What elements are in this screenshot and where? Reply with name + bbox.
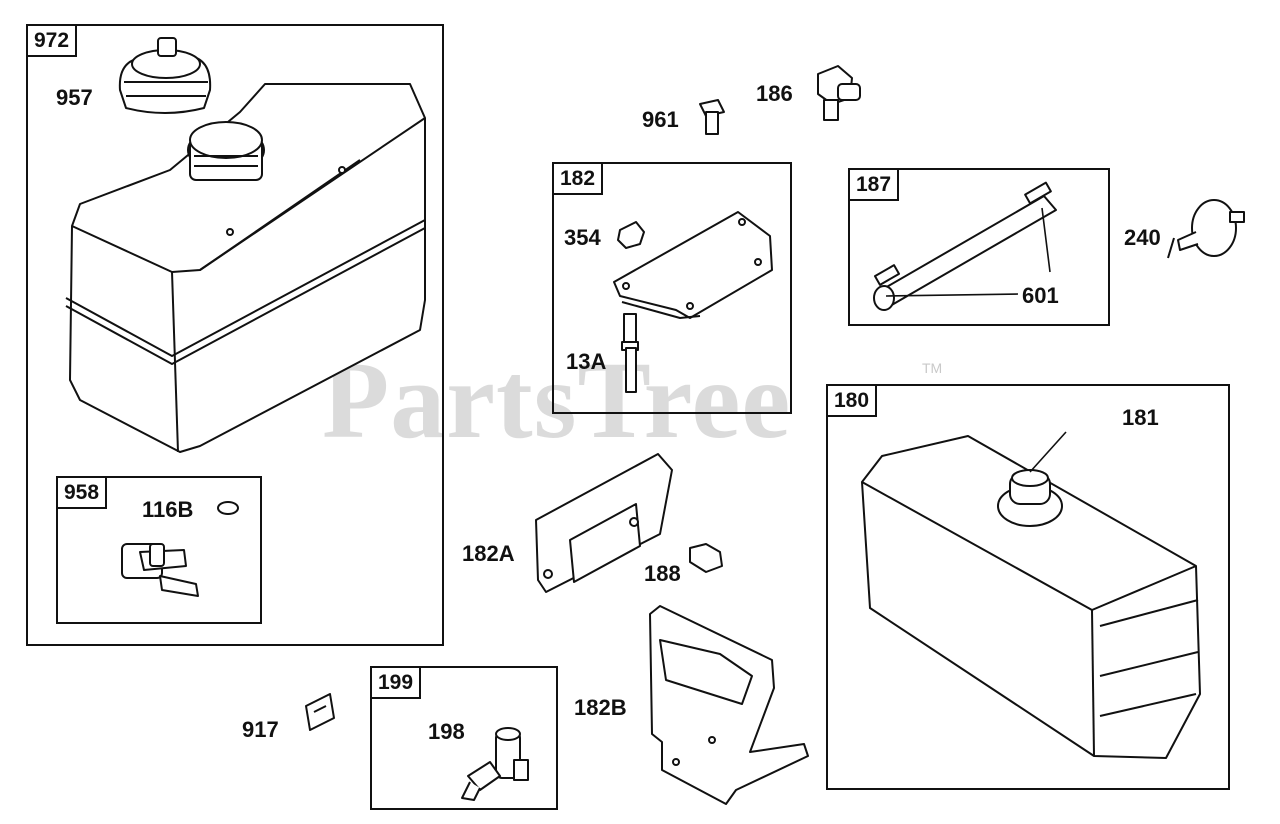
- part-label-917[interactable]: 917: [242, 717, 279, 742]
- leader-181: [1029, 431, 1067, 473]
- group-label-187: 187: [850, 170, 900, 201]
- part-label-240[interactable]: 240: [1124, 225, 1161, 250]
- part-label-186[interactable]: 186: [756, 81, 793, 106]
- group-box-182: 182: [552, 162, 792, 414]
- group-label-958: 958: [58, 478, 108, 509]
- part-label-957[interactable]: 957: [56, 85, 93, 110]
- watermark-text: PartsTree: [322, 339, 792, 461]
- part-label-601[interactable]: 601: [1022, 283, 1059, 308]
- part-label-961[interactable]: 961: [642, 107, 679, 132]
- group-box-180: 180: [826, 384, 1230, 790]
- group-label-182: 182: [554, 164, 604, 195]
- stud-13a-drawing: [621, 313, 639, 393]
- leader-601-b: [1041, 207, 1051, 273]
- fuel-cap-drawing: [118, 37, 212, 114]
- part-label-198[interactable]: 198: [428, 719, 465, 744]
- group-box-958: 958: [56, 476, 262, 624]
- part-label-181[interactable]: 181: [1122, 405, 1159, 430]
- group-label-199: 199: [372, 668, 422, 699]
- part-label-354[interactable]: 354: [564, 225, 601, 250]
- group-label-180: 180: [828, 386, 878, 417]
- bolt-961-drawing: [699, 99, 725, 135]
- bracket-182b-drawing: [649, 605, 809, 805]
- part-label-13a[interactable]: 13A: [566, 349, 607, 374]
- fuel-tank-drawing: [65, 83, 426, 453]
- shutoff-valve-drawing: [121, 543, 199, 597]
- part-label-182b[interactable]: 182B: [574, 695, 627, 720]
- valve-198-drawing: [461, 727, 529, 801]
- part-label-116b[interactable]: 116B: [142, 497, 194, 522]
- bracket-182-drawing: [613, 211, 773, 319]
- fuel-line-drawing: [873, 181, 1057, 311]
- group-box-199: 199: [370, 666, 558, 810]
- clip-917-drawing: [305, 693, 335, 731]
- bolt-188-drawing: [689, 543, 723, 573]
- large-tank-drawing: [861, 435, 1201, 759]
- group-box-187: 187: [848, 168, 1110, 326]
- group-box-972: 972: [26, 24, 444, 646]
- watermark-trademark: TM: [922, 360, 943, 376]
- nut-354-drawing: [617, 221, 645, 249]
- leader-601-a: [885, 293, 1019, 297]
- part-label-188[interactable]: 188: [644, 561, 681, 586]
- elbow-fitting-drawing: [817, 65, 861, 121]
- fuel-filter-drawing: [1167, 199, 1245, 259]
- bracket-182a-drawing: [535, 453, 673, 593]
- part-label-182a[interactable]: 182A: [462, 541, 515, 566]
- o-ring-drawing: [217, 501, 239, 515]
- group-label-972: 972: [28, 26, 78, 57]
